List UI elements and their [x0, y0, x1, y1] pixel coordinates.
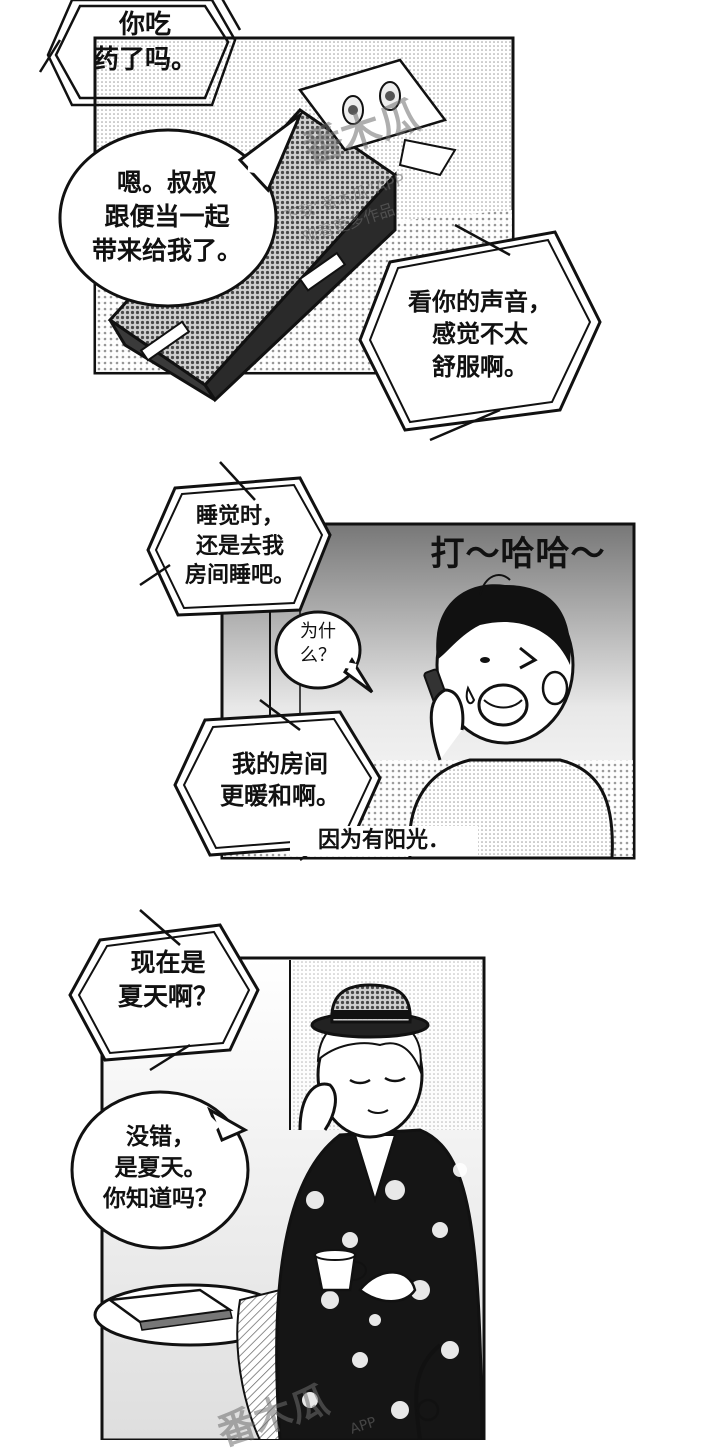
bubble-voice-text: 看你的声音， 感觉不太 舒服啊。 [408, 288, 552, 381]
bubble-warm-text: 我的房间 更暖和啊。 [220, 750, 340, 811]
sfx-sneeze-text: 打～哈哈～ [430, 534, 606, 574]
bubble-why-text: 为什 么？ [300, 621, 336, 667]
bubble-summer-q-text: 现在是 夏天啊？ [117, 948, 218, 1011]
man-character [275, 983, 484, 1440]
bubble-why-shape [274, 610, 362, 690]
bubble-reply-text: 嗯。叔叔 跟便当一起 带来给我了。 [91, 168, 242, 265]
bubble-summer-a-text: 没错， 是夏天。 你知道吗？ [103, 1124, 218, 1213]
bubble-summer-q-frame [68, 909, 260, 1072]
bubble-question-frame [38, 0, 242, 107]
bubble-sleep-text: 睡觉时， 还是去我 房间睡吧。 [184, 504, 295, 589]
panel-3 [93, 956, 486, 1440]
bubble-sleep-frame [139, 461, 332, 617]
bubble-question-text: 你吃 药了吗。 [92, 10, 197, 76]
caption-sun-text: 因为有阳光． [290, 826, 478, 856]
bubble-reply-shape [58, 128, 278, 308]
bubble-voice-frame [358, 223, 602, 442]
bubble-summer-a-shape [70, 1090, 250, 1250]
